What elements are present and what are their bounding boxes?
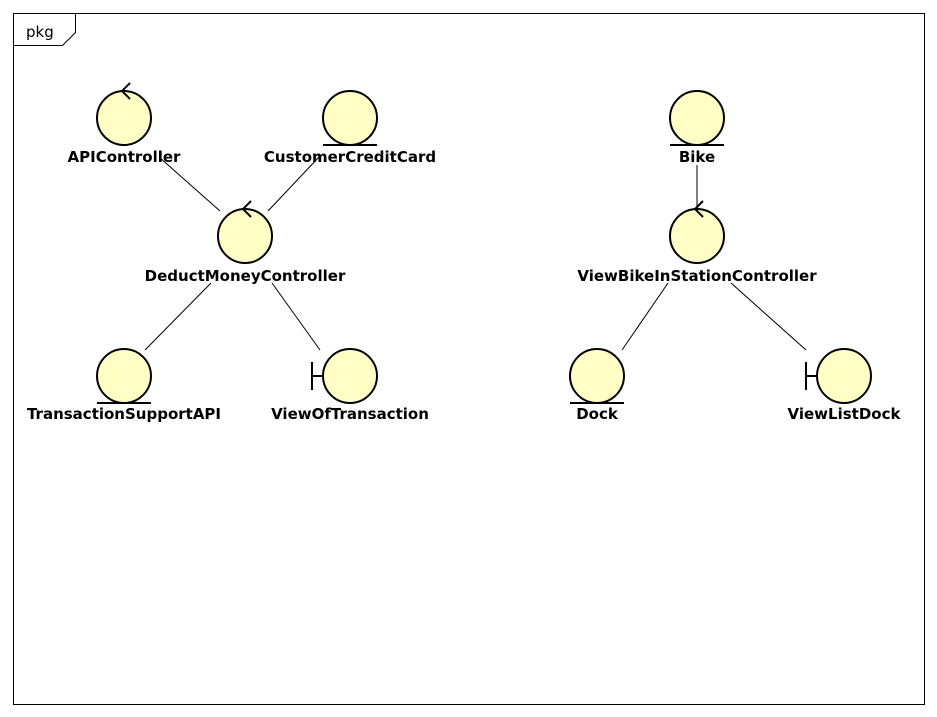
boundary-icon — [311, 348, 378, 404]
node-label: CustomerCreditCard — [264, 148, 436, 166]
control-icon — [669, 200, 725, 264]
entity-icon — [569, 348, 625, 404]
control-icon — [96, 82, 152, 146]
link-view-bike-in-station-controller-to-dock — [621, 282, 669, 351]
node-view-list-dock[interactable]: ViewListDock — [788, 348, 902, 423]
node-bike[interactable]: Bike — [669, 90, 725, 166]
link-deduct-money-controller-to-view-of-transaction — [271, 282, 321, 351]
node-label: Dock — [576, 405, 619, 423]
node-label: ViewOfTransaction — [271, 405, 429, 423]
link-view-bike-in-station-controller-to-view-list-dock — [730, 282, 807, 351]
node-label: TransactionSupportAPI — [27, 405, 221, 423]
node-customer-credit-card[interactable]: CustomerCreditCard — [264, 90, 436, 166]
node-deduct-money-controller[interactable]: DeductMoneyController — [145, 200, 346, 285]
node-view-of-transaction[interactable]: ViewOfTransaction — [271, 348, 429, 423]
node-label: APIController — [68, 148, 182, 166]
entity-icon — [669, 90, 725, 146]
node-transaction-support-api[interactable]: TransactionSupportAPI — [27, 348, 221, 423]
package-frame — [13, 13, 925, 705]
nodes-layer: APIController CustomerCreditCardDeductMon… — [27, 82, 902, 423]
node-view-bike-in-station-controller[interactable]: ViewBikeInStationController — [577, 200, 817, 285]
node-label: DeductMoneyController — [145, 267, 346, 285]
link-deduct-money-controller-to-transaction-support-api — [144, 282, 212, 351]
node-api-controller[interactable]: APIController — [68, 82, 182, 166]
node-label: ViewBikeInStationController — [577, 267, 817, 285]
node-dock[interactable]: Dock — [569, 348, 625, 423]
link-customer-credit-card-to-deduct-money-controller — [267, 156, 320, 212]
node-label: ViewListDock — [788, 405, 902, 423]
boundary-icon — [805, 348, 872, 404]
entity-icon — [322, 90, 378, 146]
node-label: Bike — [679, 148, 715, 166]
entity-icon — [96, 348, 152, 404]
package-tab — [13, 13, 76, 46]
link-api-controller-to-deduct-money-controller — [158, 156, 221, 212]
links-layer — [144, 156, 807, 351]
control-icon — [217, 200, 273, 264]
package-label: pkg — [26, 23, 54, 41]
